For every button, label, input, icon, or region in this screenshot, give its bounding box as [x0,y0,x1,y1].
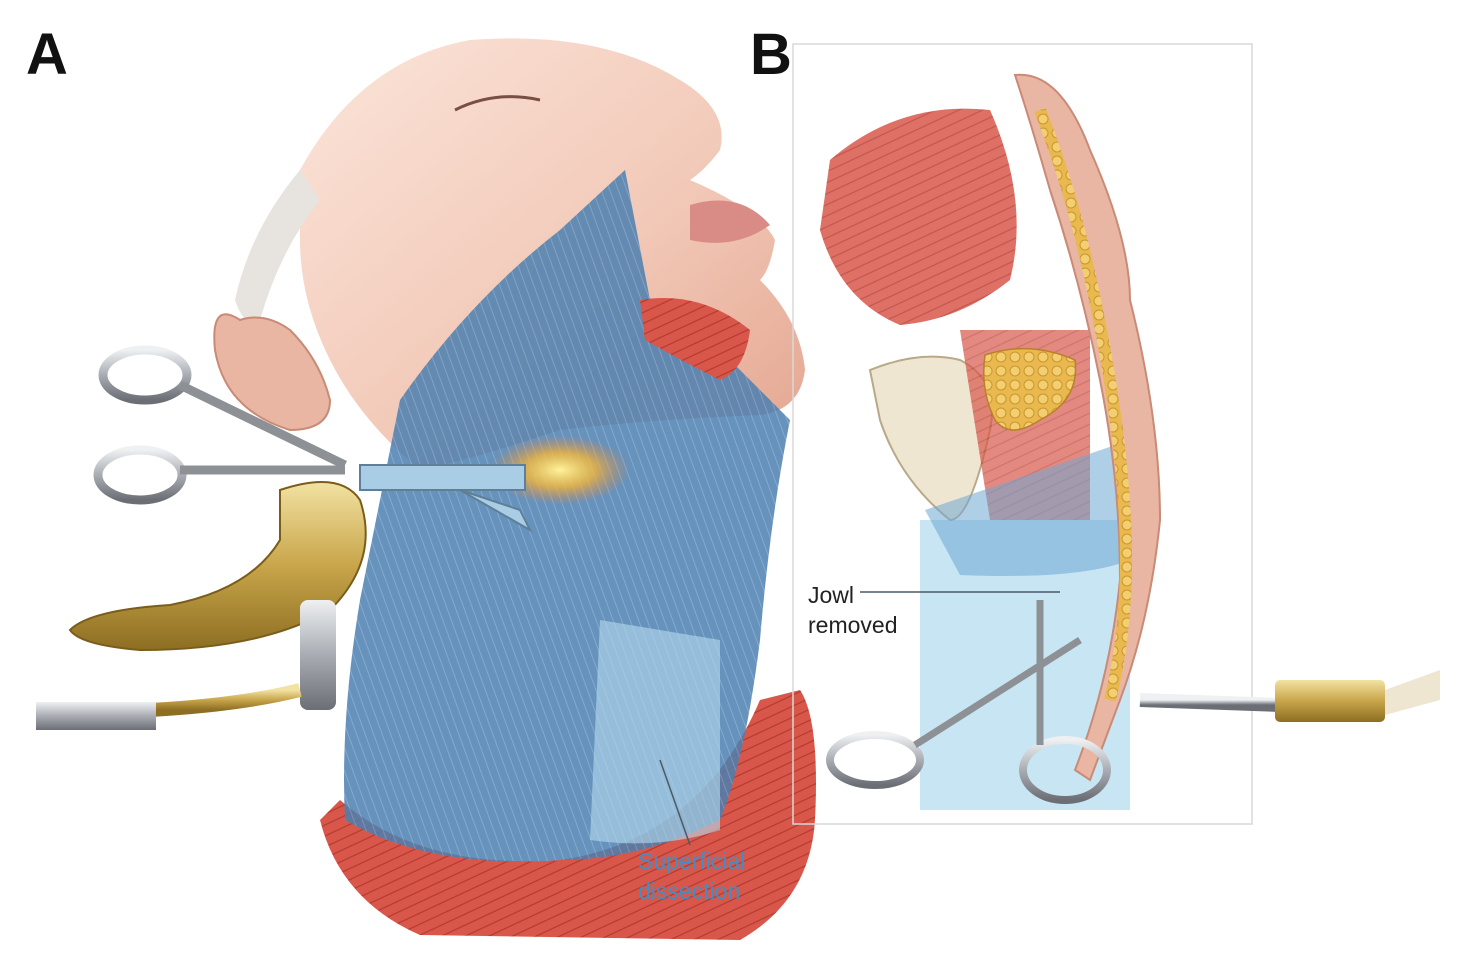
fat-layer [1034,107,1132,702]
jowl-label-line2: removed [808,612,898,638]
panel-a-illustration [36,38,816,940]
panel-letter-a: A [26,22,68,87]
forceps-icon [826,600,1440,804]
jowl-pocket [925,440,1130,576]
retractor-icon [36,481,367,730]
masseter-muscle [820,108,1017,325]
scissors-icon [93,345,533,533]
jowl-label-line1: Jowl [808,582,855,608]
panel-b-illustration [792,43,1440,825]
neck-muscle [320,690,816,940]
parotid-gland [983,347,1077,431]
superficial-leader-line [659,759,691,846]
jowl-removed-label: Jowl removed [808,580,897,640]
superficial-label-line1: Superficial [638,848,746,874]
ear [213,313,332,432]
superficial-label-line2: dissection [638,878,741,904]
panel-b-frame [792,43,1253,825]
lips [690,200,770,243]
closed-eye [454,95,541,112]
hair [235,170,320,323]
chin-muscle [640,298,750,380]
dissection-lower-wedge [590,620,720,844]
panel-letter-b: B [750,22,792,87]
superficial-dissection-label: Superficial dissection [638,846,745,906]
